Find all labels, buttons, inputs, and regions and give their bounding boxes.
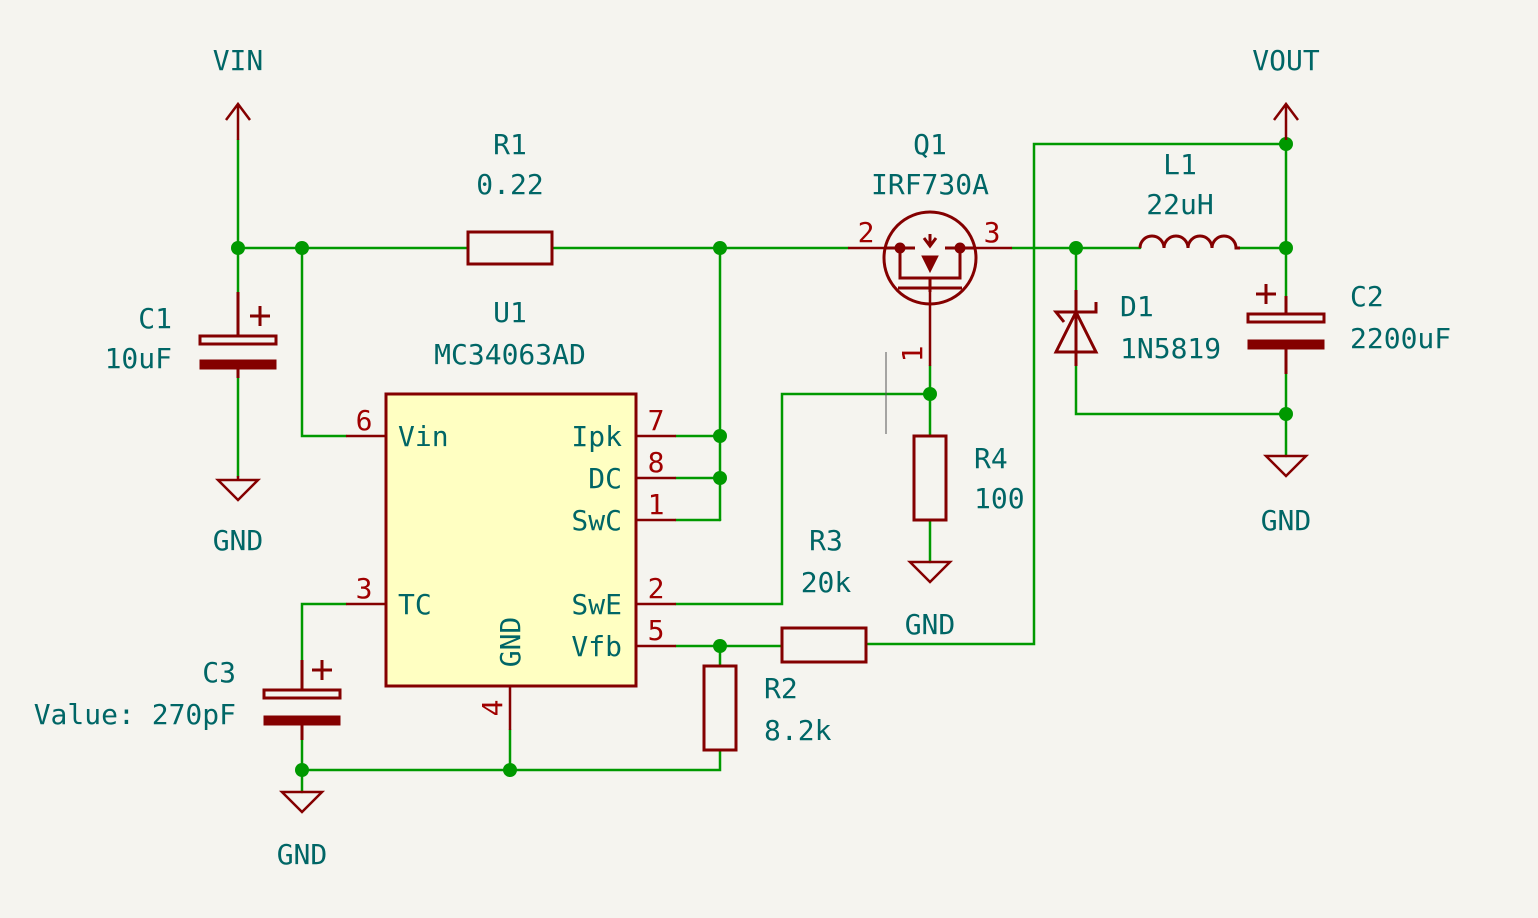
d1-value: 1N5819 (1120, 332, 1221, 365)
r2-value: 8.2k (764, 714, 832, 747)
gnd-label: GND (1261, 504, 1312, 537)
q1-pin-source: 1 (896, 346, 929, 363)
vin-power-symbol[interactable]: VIN (213, 44, 264, 140)
vin-label: VIN (213, 44, 264, 77)
junction (713, 471, 727, 485)
wire-ic-vin (300, 246, 348, 438)
wire-tc (300, 602, 348, 662)
junctions (231, 137, 1293, 777)
pin-name-swe: SwE (571, 588, 622, 621)
pin-name-swc: SwC (571, 504, 622, 537)
pin-num-4: 4 (476, 700, 509, 717)
pin-num-1: 1 (648, 488, 665, 521)
l1-value: 22uH (1146, 188, 1213, 221)
junction (295, 241, 309, 255)
pin-num-6: 6 (356, 404, 373, 437)
c1-ref: C1 (138, 302, 172, 335)
r1-ref: R1 (493, 128, 527, 161)
c2-value: 2200uF (1350, 322, 1451, 355)
vout-power-symbol[interactable]: VOUT (1252, 44, 1320, 140)
gnd-label: GND (213, 524, 264, 557)
vout-label: VOUT (1252, 44, 1320, 77)
r1-value: 0.22 (476, 168, 543, 201)
wire-bottom-rail (300, 748, 722, 772)
capacitor-c2[interactable]: C2 2200uF (1246, 280, 1451, 374)
r4-ref: R4 (974, 442, 1008, 475)
q1-ref: Q1 (913, 128, 947, 161)
gnd-symbol-c2[interactable]: GND (1261, 454, 1312, 537)
gnd-label: GND (277, 838, 328, 871)
pin-name-vin: Vin (398, 420, 449, 453)
u1-ref: U1 (493, 296, 527, 329)
junction (713, 241, 727, 255)
junction (923, 387, 937, 401)
pin-num-8: 8 (648, 446, 665, 479)
pin-num-2: 2 (648, 572, 665, 605)
r3-ref: R3 (809, 524, 843, 557)
q1-pin-gate: 2 (858, 216, 875, 249)
c3-value: Value: 270pF (34, 698, 236, 731)
capacitor-c3[interactable]: C3 Value: 270pF (34, 656, 342, 740)
junction (231, 241, 245, 255)
inductor-l1[interactable]: L1 22uH (1138, 148, 1240, 250)
d1-ref: D1 (1120, 290, 1154, 323)
c3-ref: C3 (202, 656, 236, 689)
wire-feedback-vout (866, 142, 1288, 646)
junction (1069, 241, 1083, 255)
resistor-r2[interactable]: R2 8.2k (702, 664, 832, 752)
resistor-r4[interactable]: R4 100 (912, 434, 1025, 522)
junction (1279, 137, 1293, 151)
c1-value: 10uF (105, 342, 172, 375)
c2-ref: C2 (1350, 280, 1384, 313)
junction (1279, 407, 1293, 421)
q1-pin-drain: 3 (984, 216, 1001, 249)
junction (503, 763, 517, 777)
pin-name-tc: TC (398, 588, 432, 621)
gnd-symbol-c3[interactable]: GND (277, 790, 328, 871)
pin-name-dc: DC (588, 462, 622, 495)
u1-value: MC34063AD (434, 338, 586, 371)
q1-value: IRF730A (871, 168, 989, 201)
gnd-label: GND (905, 608, 956, 641)
junction (713, 429, 727, 443)
junction (713, 639, 727, 653)
wire-swe (674, 392, 932, 606)
pin-name-ipk: Ipk (571, 420, 622, 453)
r2-ref: R2 (764, 672, 798, 705)
mosfet-q1[interactable]: Q1 IRF730A 2 3 1 (848, 128, 1012, 366)
pin-num-7: 7 (648, 404, 665, 437)
u1-body (384, 392, 638, 688)
wire-d1-cathode-gnd (1074, 364, 1288, 416)
junction (1279, 241, 1293, 255)
resistor-r1[interactable]: R1 0.22 (466, 128, 554, 266)
pin-name-vfb: Vfb (571, 630, 622, 663)
pin-num-5: 5 (648, 614, 665, 647)
gnd-symbol-c1[interactable]: GND (213, 476, 264, 557)
pin-name-gnd: GND (494, 617, 527, 668)
resistor-r3[interactable]: R3 20k (780, 524, 868, 664)
pin-num-3: 3 (356, 572, 373, 605)
ic-u1[interactable]: U1 MC34063AD Vin TC Ipk DC SwC SwE Vfb G… (346, 296, 676, 730)
r3-value: 20k (801, 566, 852, 599)
capacitor-c1[interactable]: C1 10uF (105, 292, 278, 378)
junction (295, 763, 309, 777)
diode-d1[interactable]: D1 1N5819 (1052, 290, 1221, 366)
l1-ref: L1 (1163, 148, 1197, 181)
r4-value: 100 (974, 482, 1025, 515)
gnd-symbol-r4[interactable]: GND (905, 560, 956, 641)
